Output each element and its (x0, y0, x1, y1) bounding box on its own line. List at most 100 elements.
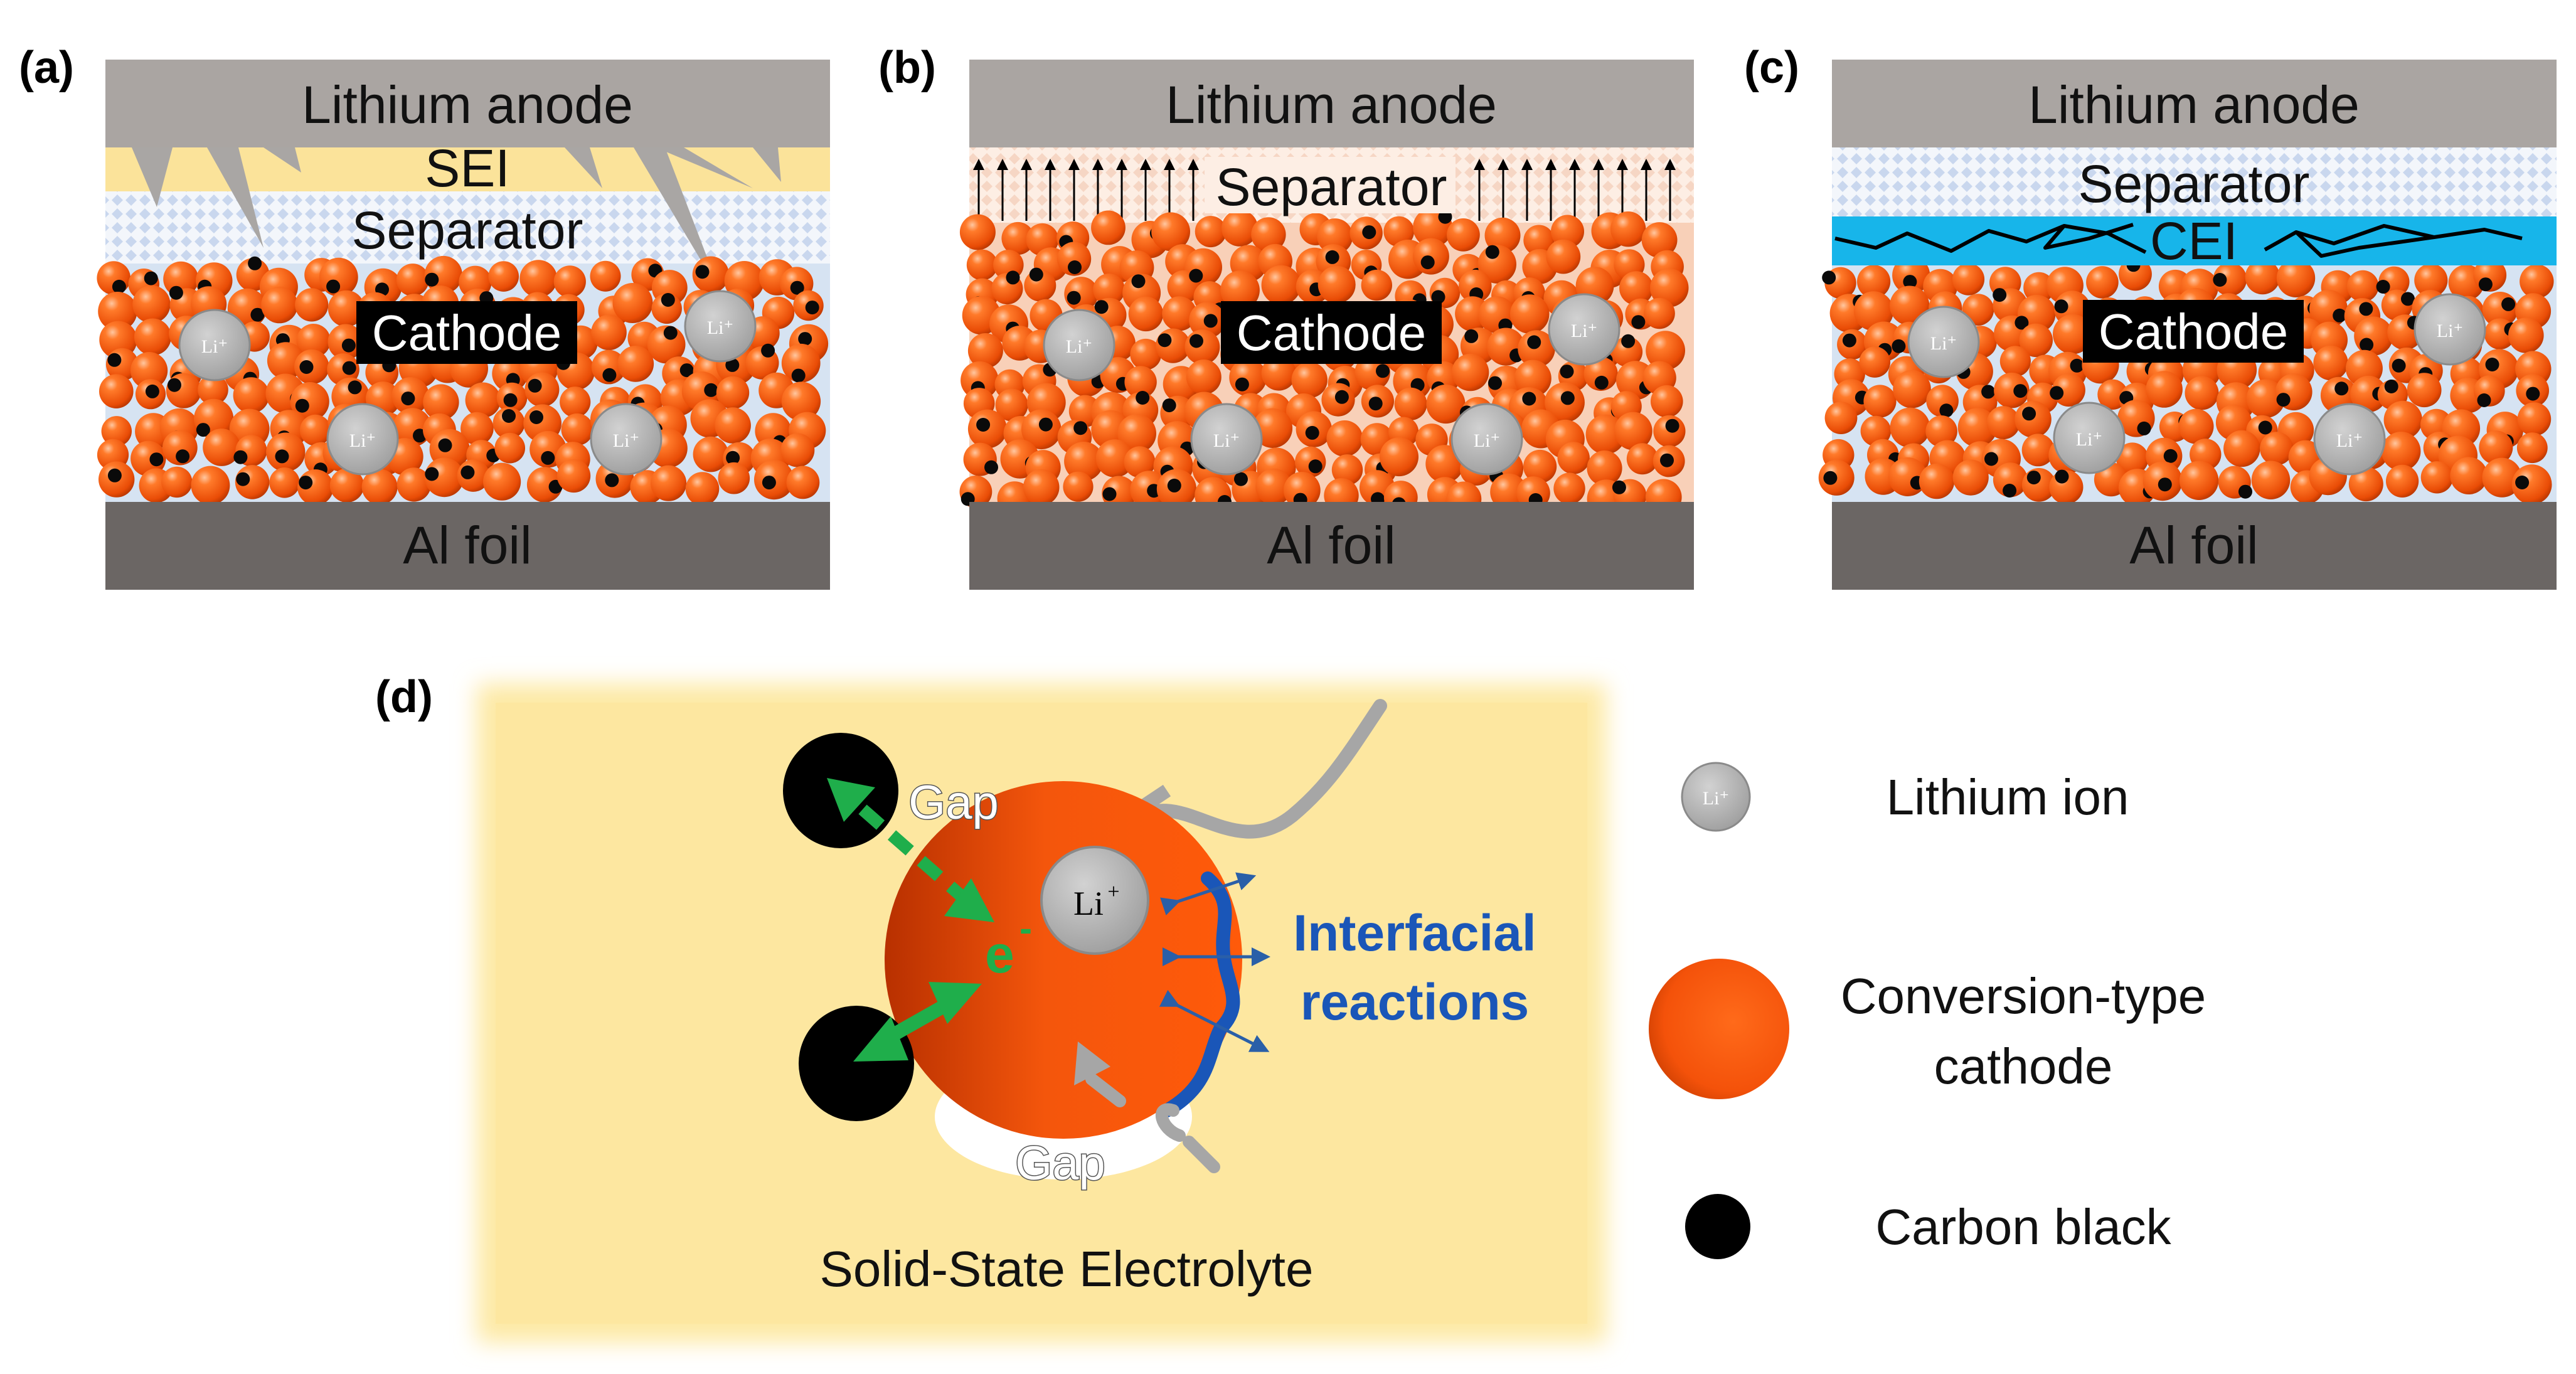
cathode-particle (1952, 263, 1985, 296)
cathode-particle (560, 386, 591, 418)
cei-label: CEI (2150, 211, 2238, 270)
cathode-particle (1957, 408, 1998, 447)
cathode-particle (1124, 446, 1156, 478)
carbon-black-dot (502, 409, 516, 423)
cathode-particle (1859, 346, 1891, 378)
carbon-black-dot (460, 465, 475, 479)
panel-a: Lithium anode SEI Separator Cathode Al f… (97, 60, 830, 590)
crack (1834, 223, 2134, 253)
carbon-black-dot (2401, 292, 2415, 306)
foil-label: Al foil (403, 516, 531, 575)
panel-label-d: (d) (375, 672, 433, 722)
carbon-black-dot (2258, 420, 2272, 435)
cathode-particle (1993, 462, 2028, 498)
cathode-particle (1184, 329, 1220, 365)
svg-text:Li⁺: Li⁺ (2076, 429, 2103, 450)
cathode-particle (2223, 430, 2260, 467)
foil-layer (969, 502, 1694, 590)
panel-label-c: (c) (1744, 43, 1799, 93)
cathode-particle (1860, 415, 1892, 447)
anode-layer (1832, 60, 2557, 147)
cathode-particle (2260, 432, 2294, 466)
cathode-particle (483, 462, 521, 501)
carbon-black-dot (2050, 386, 2064, 400)
carbon-black-dot (425, 467, 439, 481)
cathode-particle (1117, 414, 1156, 453)
carbon-black-dot (248, 256, 262, 270)
svg-text:Li⁺: Li⁺ (1703, 788, 1730, 809)
cathode-particle (1994, 372, 2030, 408)
carbon-black-dot (2501, 297, 2516, 311)
carbon-black-dot (425, 272, 439, 287)
carbon-black-dot (1190, 334, 1203, 348)
cathode-particle (191, 466, 230, 505)
electron-arrowhead (929, 982, 982, 1024)
legend-cathode-label-line2: cathode (1934, 1038, 2113, 1094)
cathode-particle (1546, 239, 1581, 274)
dendrite (634, 147, 721, 295)
panel-label-b: (b) (878, 43, 936, 93)
carbon-black-dot (341, 338, 356, 353)
li-ion: Li⁺ (1190, 403, 1263, 476)
cathode-particle (1162, 296, 1197, 331)
anode-layer (105, 60, 830, 147)
cathode-particle (1394, 387, 1427, 420)
cathode-particle (2517, 402, 2552, 436)
cathode-particle (2021, 434, 2055, 467)
carbon-black-dot (2158, 477, 2172, 492)
carbon-black-dot (2515, 476, 2530, 489)
svg-text:Li⁺: Li⁺ (2336, 430, 2363, 451)
carbon-black-dot (2014, 316, 2029, 330)
cathode-particle (2245, 259, 2281, 295)
cathode-particle (1523, 449, 1557, 484)
cathode-particle (2383, 400, 2422, 440)
cathode-particle (99, 374, 134, 408)
cathode-particle (1283, 472, 1321, 509)
cathode-particle (1229, 358, 1267, 397)
cathode-particle (1999, 346, 2031, 377)
carbon-black-dot (2334, 381, 2349, 396)
cathode-particle (1128, 296, 1164, 332)
carbon-black-dot (2003, 484, 2017, 498)
cathode-particle (2014, 401, 2052, 438)
carbon-black-dot (1235, 377, 1249, 391)
cathode-particle (1291, 361, 1328, 398)
carbon-black-dot (1420, 255, 1435, 270)
cathode-particle (1650, 269, 1689, 307)
carbon-black-dot (2013, 384, 2028, 398)
cathode-particle (1651, 385, 1683, 418)
dendrite (132, 147, 173, 207)
interfacial-arrow (1159, 989, 1270, 1052)
cathode-particle (2482, 457, 2522, 498)
cathode-particle (1220, 270, 1260, 310)
panel-label-a: (a) (19, 43, 74, 93)
cathode-particle (781, 343, 821, 383)
carbon-black-dot (791, 368, 806, 383)
carbon-black-dot (605, 473, 619, 487)
cathode-particle (198, 374, 228, 405)
carbon-black-dot (168, 378, 181, 392)
cathode-particle (2516, 432, 2548, 464)
cathode-particle (590, 260, 621, 292)
carbon-black-dot (1594, 375, 1609, 390)
carbon-black-dot (1892, 339, 1906, 353)
carbon-black-dot (112, 279, 126, 294)
li-ion: Li⁺ (1548, 293, 1621, 366)
carbon-black-dot (2276, 393, 2291, 407)
cathode-particle (1518, 330, 1555, 368)
cathode-particle (2313, 345, 2348, 381)
cathode-particle (2185, 376, 2219, 410)
cathode-particle (1383, 216, 1414, 247)
carbon-black-dot (541, 450, 555, 465)
dendrites (132, 147, 781, 295)
carbon-black-dot (326, 279, 341, 294)
carbon-black-dot (1631, 315, 1646, 329)
cathode-particle (553, 265, 586, 298)
carbon-black-dot (1522, 391, 1536, 406)
carbon-black-dot (1136, 391, 1150, 405)
cathode-particle (1919, 463, 1955, 499)
cathode-particle (1587, 450, 1622, 486)
carbon-black-dot (299, 360, 314, 374)
carbon-black-dot (2137, 421, 2151, 435)
carbon-black-dot (107, 468, 122, 482)
